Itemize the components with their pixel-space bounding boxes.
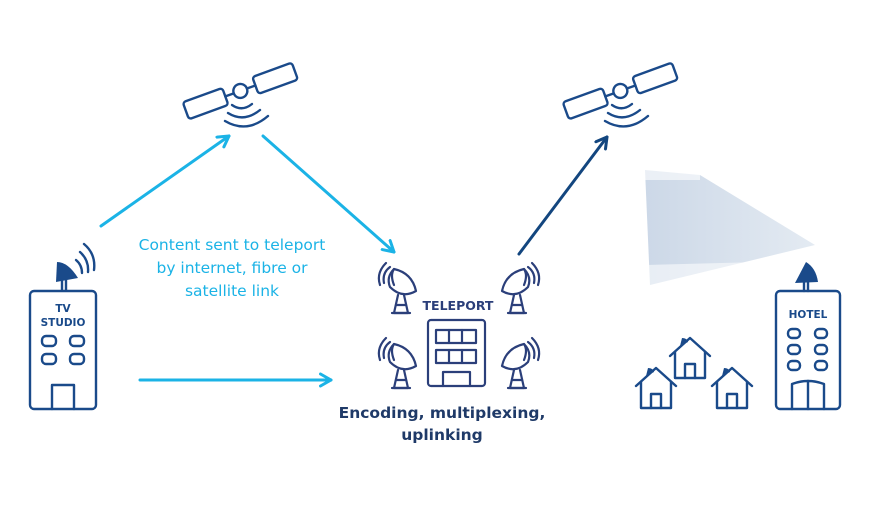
teleport-building <box>426 318 487 388</box>
house-icon-middle <box>668 336 712 380</box>
dish-icon-top-right <box>500 261 541 315</box>
satellite-icon-right <box>562 62 679 128</box>
satellite-icon-left <box>182 62 299 128</box>
dish-icon-top-left <box>377 261 418 315</box>
dish-icon-bottom-right <box>500 336 541 390</box>
house-icon-right <box>710 366 754 410</box>
hotel-label: HOTEL <box>789 309 828 321</box>
svg-text:satellite link: satellite link <box>185 282 279 300</box>
hotel-building: HOTEL <box>774 262 842 411</box>
svg-text:by internet, fibre or: by internet, fibre or <box>156 259 308 277</box>
studio-label-line1: TV <box>55 303 71 315</box>
arrow-studio-to-satellite <box>99 134 231 228</box>
studio-label-line2: STUDIO <box>41 317 86 329</box>
teleport-label: TELEPORT <box>423 298 494 313</box>
svg-text:Content sent to teleport: Content sent to teleport <box>139 236 326 254</box>
broadcast-beam <box>645 160 815 292</box>
content-label: Content sent to teleport by internet, fi… <box>139 236 326 300</box>
arrow-teleport-to-satellite <box>517 135 609 256</box>
svg-text:uplinking: uplinking <box>401 426 483 444</box>
teleport-facility: TELEPORT <box>377 261 541 390</box>
house-icon-left <box>634 366 678 410</box>
arrow-satellite-to-teleport <box>261 134 396 254</box>
svg-text:Encoding, multiplexing,: Encoding, multiplexing, <box>339 404 546 422</box>
dish-icon-bottom-left <box>377 336 418 390</box>
studio-dish-icon <box>56 262 78 282</box>
encoding-label: Encoding, multiplexing, uplinking <box>339 404 546 444</box>
hotel-dish-icon <box>795 262 818 283</box>
tv-studio-building: TV STUDIO <box>28 242 98 411</box>
